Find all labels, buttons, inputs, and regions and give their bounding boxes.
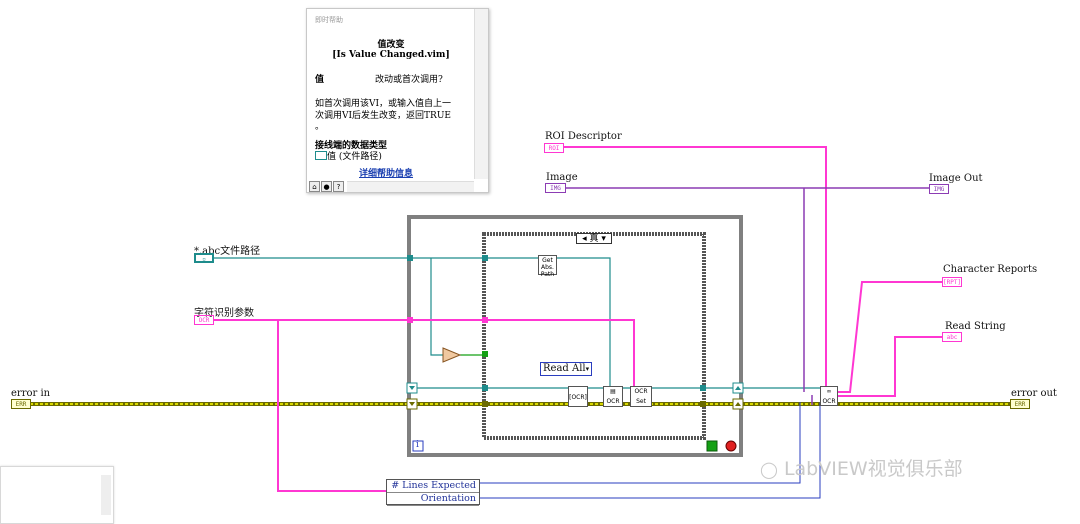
get-abs-path-node[interactable]: Get Abs. Path <box>538 255 557 278</box>
help-output-label: 改动或首次调用? <box>375 75 443 85</box>
error-in-terminal[interactable]: ERR <box>11 399 31 409</box>
abc-path-label: *.abc文件路径 <box>194 246 261 257</box>
ocr-read-file-node[interactable]: ▤OCR <box>603 386 623 407</box>
is-value-changed-node[interactable] <box>442 347 462 363</box>
help-window-title: 即时帮助 <box>315 16 343 24</box>
cluster-wire[interactable] <box>214 146 942 492</box>
help-nav-icon[interactable]: ⌂ <box>309 181 320 192</box>
ocr-session-node[interactable]: [OCR] <box>568 386 588 407</box>
character-reports-label: Character Reports <box>943 264 1038 275</box>
image-out-terminal[interactable]: IMG <box>929 184 949 194</box>
help-vi-file: [Is Value Changed.vim] <box>332 50 450 60</box>
image-label: Image <box>546 172 578 183</box>
stop-terminal[interactable] <box>725 440 737 452</box>
wechat-icon: ◯ <box>760 460 778 479</box>
unbundle-by-name-node[interactable]: # Lines Expected Orientation <box>386 479 480 506</box>
image-wire[interactable] <box>566 187 930 405</box>
error-out-label: error out <box>1011 388 1057 399</box>
watermark: ◯ LabVIEW视觉俱乐部 <box>760 454 963 481</box>
bundle-orientation[interactable]: Orientation <box>387 493 479 506</box>
case-selector-value: 真 <box>589 234 599 244</box>
error-in-label: error in <box>11 388 51 399</box>
abc-path-terminal[interactable]: ▫ <box>194 253 214 263</box>
iteration-label: i <box>416 440 419 450</box>
case-selector[interactable]: ◂ 真 ▾ <box>576 233 612 244</box>
read-string-label: Read String <box>945 321 1006 332</box>
ocr-set-label: Set <box>636 398 646 405</box>
watermark-text: LabVIEW视觉俱乐部 <box>783 458 963 480</box>
case-structure-frame[interactable] <box>482 232 706 440</box>
path-wire[interactable] <box>214 257 820 393</box>
help-question-icon[interactable]: ? <box>333 181 344 192</box>
bundle-wire[interactable] <box>480 402 821 499</box>
help-lock-icon[interactable]: ● <box>321 181 332 192</box>
tunnels <box>407 255 706 407</box>
help-input-label: 值 <box>315 75 325 85</box>
error-out-terminal[interactable]: ERR <box>1010 399 1030 409</box>
image-terminal[interactable]: IMG <box>545 183 566 193</box>
help-terminal-type-item: 值 (文件路径) <box>327 152 382 162</box>
case-dropdown-icon[interactable]: ▾ <box>601 234 606 244</box>
help-description-1: 如首次调用该VI，或输入值自上一 <box>315 99 452 109</box>
get-abs-path-label: Get Abs. Path <box>540 257 555 278</box>
help-description-2: 次调用VI后发生改变，返回TRUE <box>315 111 451 121</box>
background-window-fragment <box>0 466 114 524</box>
read-all-enum[interactable]: Read All▾ <box>540 362 592 376</box>
bundle-lines-expected[interactable]: # Lines Expected <box>387 480 479 493</box>
roi-descriptor-terminal[interactable]: ROI <box>544 143 564 153</box>
help-vertical-scrollbar[interactable] <box>474 9 488 179</box>
char-params-terminal[interactable]: OCR <box>194 315 214 325</box>
path-type-icon <box>315 151 327 160</box>
help-description-3: 。 <box>315 122 325 132</box>
stop-tf-constant[interactable] <box>706 440 718 452</box>
iteration-terminal <box>412 440 424 452</box>
char-params-label: 字符识别参数 <box>194 308 254 319</box>
read-all-value: Read All <box>543 363 586 374</box>
character-reports-terminal[interactable]: [RPT] <box>942 277 962 287</box>
image-out-label: Image Out <box>929 173 983 184</box>
context-help-window[interactable]: 即时帮助 值改变 [Is Value Changed.vim] 值 改动或首次调… <box>306 8 489 193</box>
detailed-help-link[interactable]: 详细帮助信息 <box>359 169 414 179</box>
case-prev-icon[interactable]: ◂ <box>582 234 587 244</box>
help-terminal-types: 接线端的数据类型 <box>315 141 388 151</box>
fragment-scrollbar[interactable] <box>101 475 111 515</box>
roi-descriptor-label: ROI Descriptor <box>545 131 622 142</box>
help-horizontal-scrollbar[interactable] <box>347 181 474 192</box>
read-string-terminal[interactable]: abc <box>942 332 962 342</box>
help-vi-name: 值改变 <box>377 40 405 50</box>
read-all-dropdown-icon[interactable]: ▾ <box>585 365 590 373</box>
while-loop-frame[interactable] <box>407 215 743 457</box>
shift-registers[interactable] <box>406 382 744 410</box>
ocr-read-text-node[interactable]: ∞OCR <box>820 386 838 406</box>
